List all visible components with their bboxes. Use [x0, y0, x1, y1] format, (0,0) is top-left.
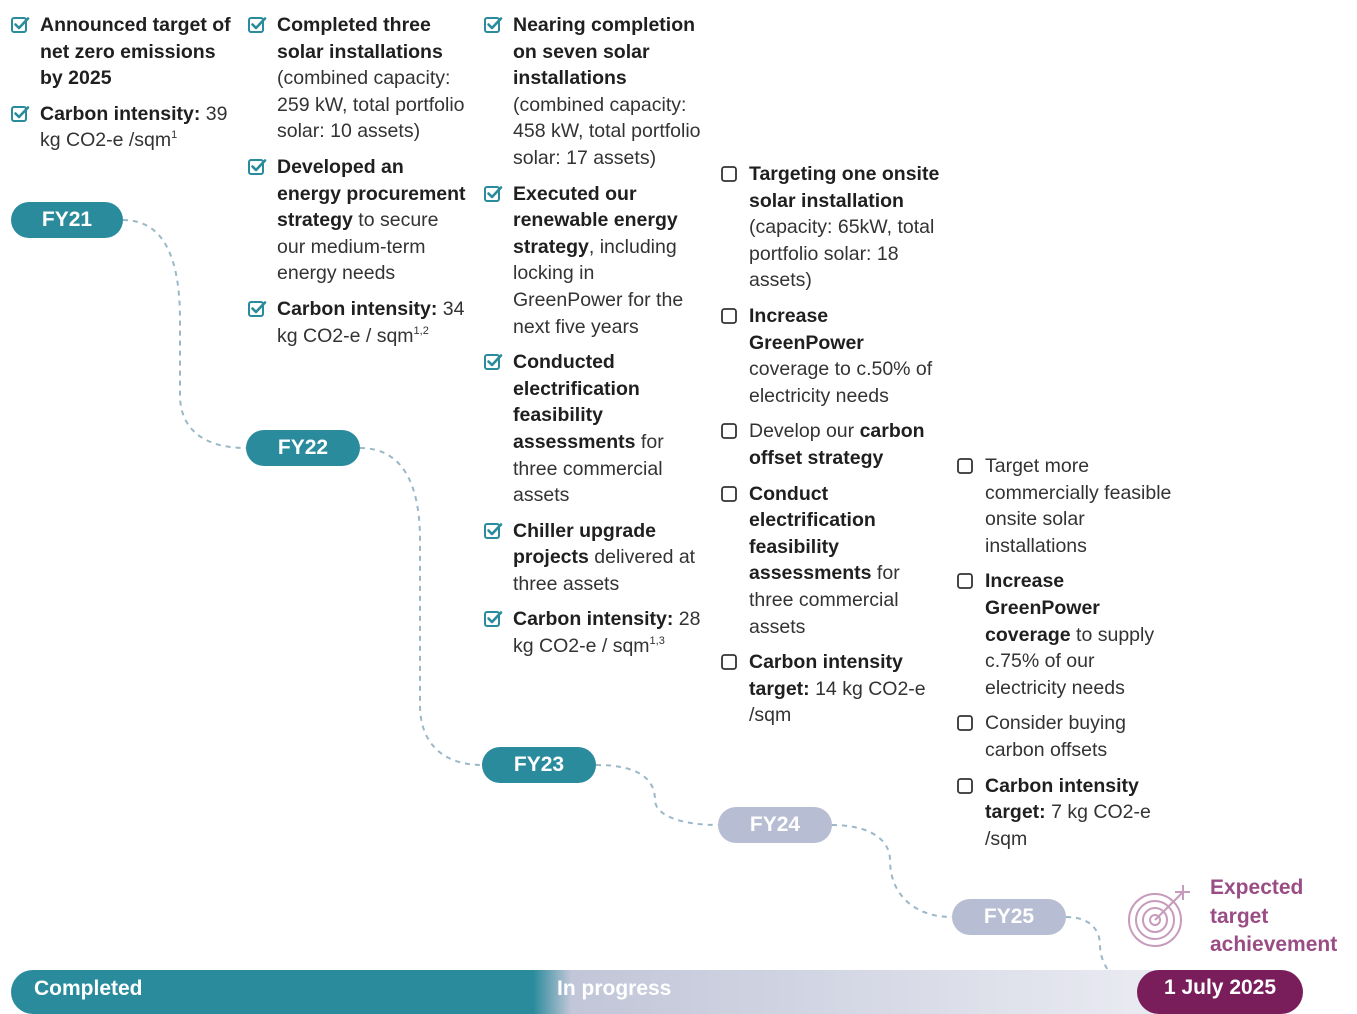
empty-checkbox-icon: [955, 713, 975, 733]
expected-target-achievement-label: Expected target achievement: [1210, 876, 1338, 956]
completed-label: Completed: [34, 977, 143, 1000]
empty-checkbox-icon: [719, 306, 739, 326]
fy24-item-text: Develop our carbon offset strategy: [749, 420, 925, 469]
fy25-item: Carbon intensity target: 7 kg CO2-e /sqm: [955, 773, 1177, 853]
checked-box-icon: [483, 609, 503, 629]
empty-checkbox-icon: [719, 652, 739, 672]
empty-checkbox-icon: [719, 484, 739, 504]
fy25-item-text: Carbon intensity target: 7 kg CO2-e /sqm: [985, 774, 1151, 850]
fy25-column: Target more commercially feasible onsite…: [955, 453, 1177, 861]
fy25-item-text: Increase GreenPower coverage to supply c…: [985, 570, 1155, 699]
fy24-pill: FY24: [718, 807, 832, 843]
fy22-item: Completed three solar installations (com…: [247, 12, 469, 145]
fy23-item: Nearing completion on seven solar instal…: [483, 12, 705, 172]
fy24-item: Targeting one onsite solar installation …: [719, 161, 941, 294]
checked-box-icon: [10, 15, 30, 35]
fy23-item: Carbon intensity: 28 kg CO2-e / sqm1,3: [483, 606, 705, 659]
target-date-pill: 1 July 2025: [1137, 970, 1303, 1014]
target-arrow-icon: [1128, 885, 1190, 947]
fy24-column: Targeting one onsite solar installation …: [719, 161, 941, 738]
fy24-item: Carbon intensity target: 14 kg CO2-e /sq…: [719, 649, 941, 729]
checked-box-icon: [247, 15, 267, 35]
fy22-pill: FY22: [246, 430, 360, 466]
fy25-pill: FY25: [952, 899, 1066, 935]
fy24-item-text: Increase GreenPower coverage to c.50% of…: [749, 304, 933, 407]
fy25-item: Target more commercially feasible onsite…: [955, 453, 1177, 559]
checked-box-icon: [483, 352, 503, 372]
checked-box-icon: [483, 15, 503, 35]
checked-box-icon: [483, 184, 503, 204]
fy24-item: Conduct electrification feasibility asse…: [719, 481, 941, 641]
fy23-item: Conducted electrification feasibility as…: [483, 349, 705, 509]
empty-checkbox-icon: [955, 776, 975, 796]
checked-box-icon: [10, 104, 30, 124]
fy23-item-text: Conducted electrification feasibility as…: [513, 351, 664, 507]
fy21-item-text: Carbon intensity: 39 kg CO2-e /sqm1: [40, 102, 228, 152]
checked-box-icon: [247, 299, 267, 319]
fy21-column: Announced target of net zero emissions b…: [10, 12, 235, 163]
fy25-item-text: Consider buying carbon offsets: [985, 712, 1126, 761]
fy22-item-text: Developed an energy procurement strategy…: [277, 155, 466, 285]
fy21-pill: FY21: [11, 202, 123, 238]
fy24-item-text: Targeting one onsite solar installation …: [749, 163, 940, 292]
checked-box-icon: [247, 157, 267, 177]
fy22-item-text: Completed three solar installations (com…: [277, 14, 465, 143]
fy24-item: Increase GreenPower coverage to c.50% of…: [719, 303, 941, 409]
fy24-item: Develop our carbon offset strategy: [719, 418, 941, 471]
fy22-item: Developed an energy procurement strategy…: [247, 154, 469, 287]
empty-checkbox-icon: [955, 456, 975, 476]
empty-checkbox-icon: [719, 421, 739, 441]
fy23-column: Nearing completion on seven solar instal…: [483, 12, 705, 669]
fy23-item-text: Executed our renewable energy strategy, …: [513, 182, 684, 338]
fy25-item: Increase GreenPower coverage to supply c…: [955, 568, 1177, 701]
fy23-item: Executed our renewable energy strategy, …: [483, 181, 705, 341]
checked-box-icon: [483, 521, 503, 541]
fy23-pill: FY23: [482, 747, 596, 783]
fy25-item-text: Target more commercially feasible onsite…: [985, 455, 1172, 557]
fy24-item-text: Conduct electrification feasibility asse…: [749, 482, 900, 638]
fy21-item-text: Announced target of net zero emissions b…: [40, 14, 231, 90]
fy23-item: Chiller upgrade projects delivered at th…: [483, 518, 705, 598]
fy23-item-text: Chiller upgrade projects delivered at th…: [513, 519, 696, 595]
fy22-item-text: Carbon intensity: 34 kg CO2-e / sqm1,2: [277, 297, 465, 347]
fy25-item: Consider buying carbon offsets: [955, 710, 1177, 763]
fy24-item-text: Carbon intensity target: 14 kg CO2-e /sq…: [749, 651, 926, 727]
fy23-item-text: Nearing completion on seven solar instal…: [513, 14, 701, 169]
fy21-item: Carbon intensity: 39 kg CO2-e /sqm1: [10, 101, 235, 154]
fy22-item: Carbon intensity: 34 kg CO2-e / sqm1,2: [247, 296, 469, 349]
empty-checkbox-icon: [955, 571, 975, 591]
fy21-item: Announced target of net zero emissions b…: [10, 12, 235, 92]
empty-checkbox-icon: [719, 164, 739, 184]
fy23-item-text: Carbon intensity: 28 kg CO2-e / sqm1,3: [513, 608, 701, 658]
fy22-column: Completed three solar installations (com…: [247, 12, 469, 358]
in-progress-label: In progress: [557, 977, 672, 1000]
